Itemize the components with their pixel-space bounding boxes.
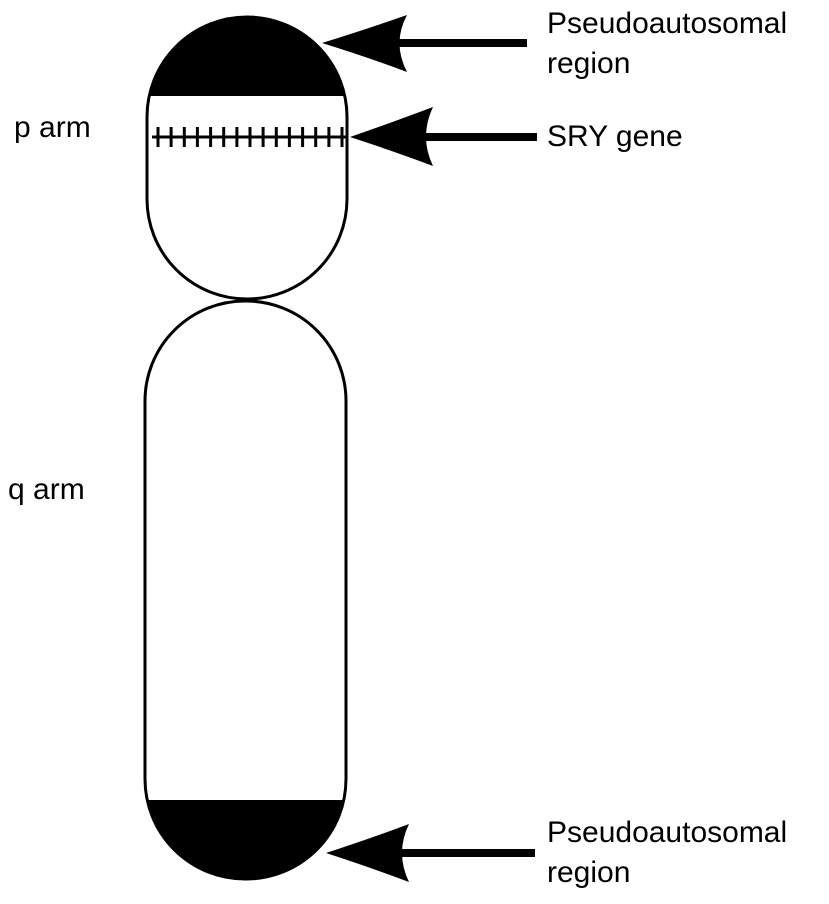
pseudoautosomal-region-bottom-label: Pseudoautosomal region	[547, 813, 827, 893]
pseudoautosomal-region-top-label: Pseudoautosomal region	[547, 4, 827, 84]
q-arm-label: q arm	[8, 470, 85, 510]
arrow-pseudoautosomal-bottom	[326, 824, 535, 882]
sry-gene-label: SRY gene	[547, 117, 683, 157]
q-arm-outline	[145, 301, 346, 879]
p-arm-label: p arm	[14, 108, 91, 148]
arrow-sry-gene	[350, 107, 537, 166]
pseudoautosomal-region-bottom	[138, 800, 353, 890]
q-arm	[138, 301, 353, 890]
arrow-pseudoautosomal-top	[322, 15, 527, 72]
p-arm	[140, 10, 355, 299]
pseudoautosomal-region-top	[140, 10, 355, 96]
